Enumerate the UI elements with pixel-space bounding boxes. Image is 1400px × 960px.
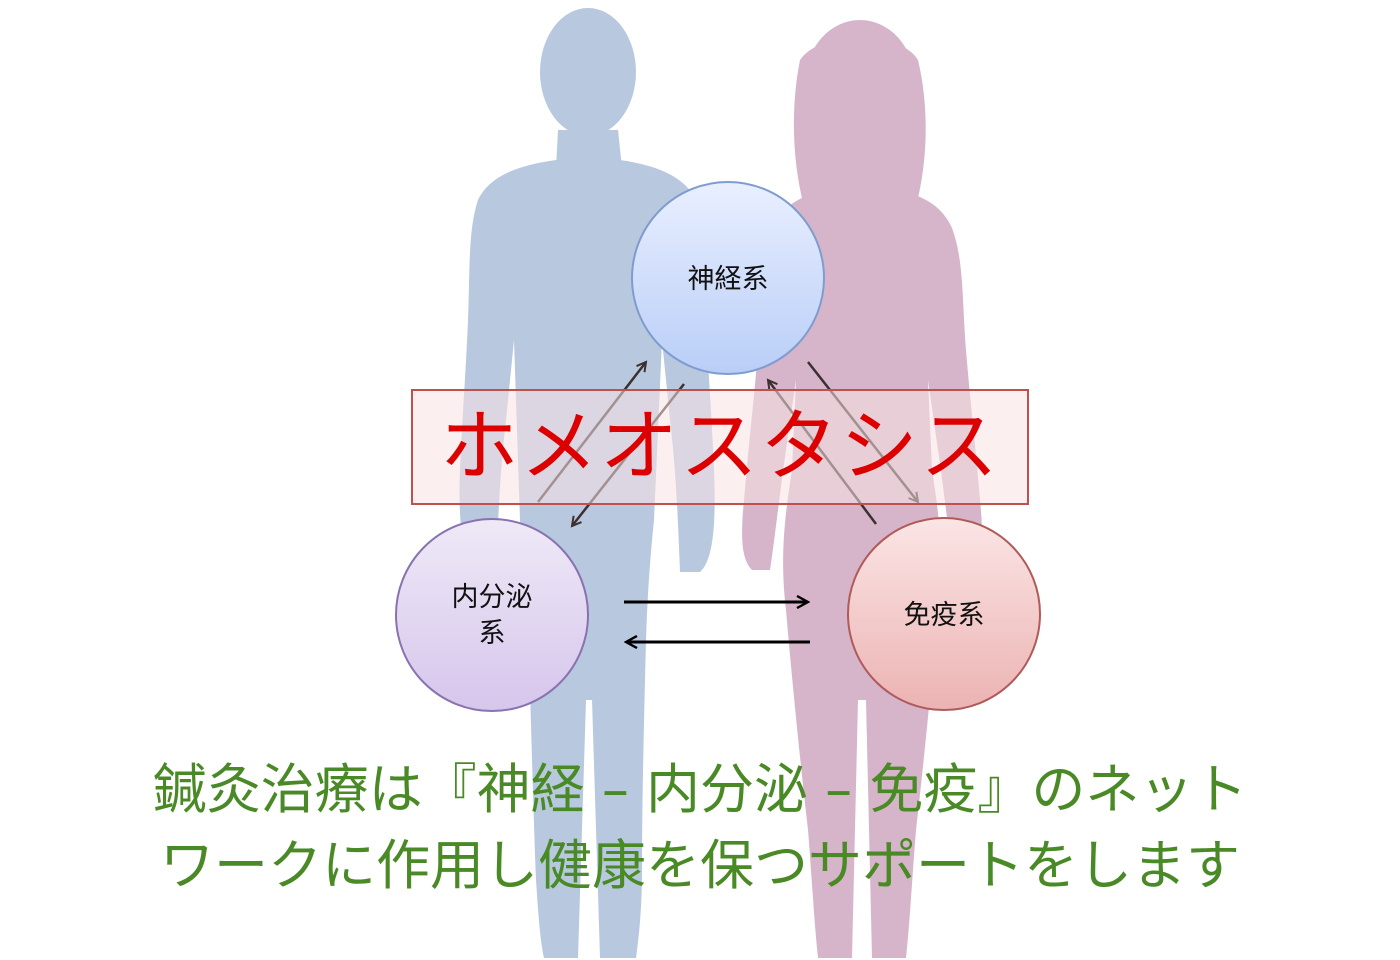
homeostasis-banner bbox=[411, 389, 1029, 505]
homeostasis-banner-text: ホメオスタシス bbox=[439, 402, 1000, 492]
nervous-system-node bbox=[631, 181, 825, 375]
male-silhouette bbox=[459, 8, 715, 958]
immune-system-node bbox=[847, 517, 1041, 711]
endocrine-system-node bbox=[395, 518, 589, 712]
caption-line-2: ワークに作用し健康を保つサポートをします bbox=[160, 834, 1240, 897]
immune-system-label: 免疫系 bbox=[903, 600, 985, 631]
endocrine-system-label-line2: 系 bbox=[478, 618, 506, 649]
nervous-system-label: 神経系 bbox=[687, 264, 769, 295]
endocrine-system-label-line1: 内分泌 bbox=[451, 582, 533, 613]
caption-line-1: 鍼灸治療は『神経 – 内分泌 – 免疫』のネット bbox=[152, 758, 1248, 821]
